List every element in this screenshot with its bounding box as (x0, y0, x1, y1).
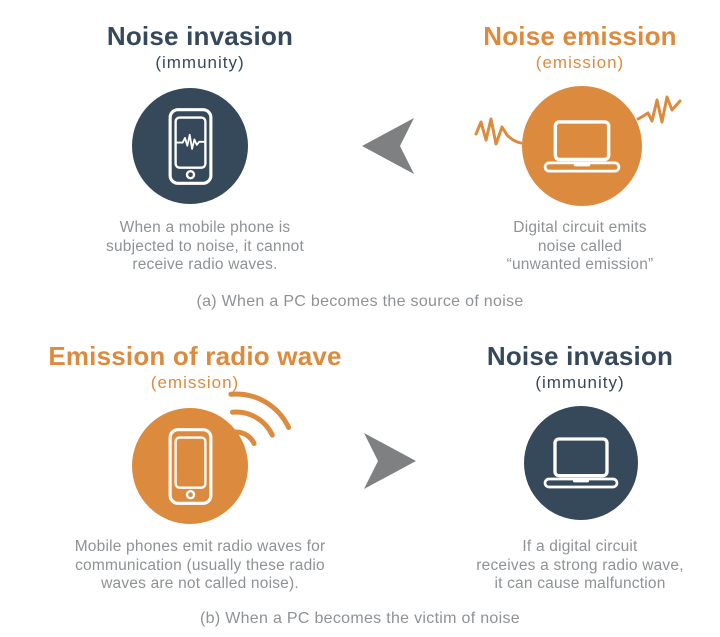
section-a-left-subtitle: (immunity) (155, 53, 245, 72)
left-arrow-icon (362, 118, 414, 174)
section-b-caption: (b) When a PC becomes the victim of nois… (200, 610, 520, 627)
section-b-left-subtitle: (emission) (150, 373, 240, 392)
section-a-left-title: Noise invasion (106, 21, 294, 51)
section-b-left-title: Emission of radio wave (48, 341, 342, 371)
right-arrow-icon (364, 433, 416, 489)
smartphone-radio-icon (132, 408, 248, 524)
section-a-right-title: Noise emission (483, 21, 677, 51)
section-a-caption: (a) When a PC becomes the source of nois… (196, 293, 524, 310)
section-b-right-subtitle: (immunity) (535, 373, 625, 392)
laptop-victim-icon (524, 406, 638, 520)
section-b-right-description: If a digital circuit receives a strong r… (476, 538, 684, 592)
laptop-emission-icon (522, 86, 642, 206)
section-b-left-description: Mobile phones emit radio waves for commu… (74, 538, 326, 592)
section-a-right-description: Digital circuit emits noise called “unwa… (506, 219, 654, 273)
noise-zigzag-left-icon (474, 117, 523, 146)
smartphone-noise-icon (132, 88, 248, 204)
radio-waves-icon (228, 391, 292, 446)
section-b-right-title: Noise invasion (486, 341, 674, 371)
section-a-left-description: When a mobile phone is subjected to nois… (106, 219, 304, 273)
noise-zigzag-right-icon (636, 95, 682, 124)
section-a-right-subtitle: (emission) (535, 53, 625, 72)
